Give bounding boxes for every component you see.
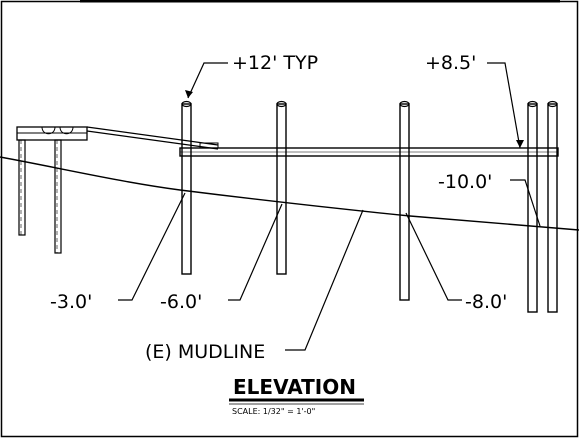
label-deck-elevation: +8.5' [425,52,476,74]
pile-1 [181,100,192,275]
abutment-structure [16,126,88,254]
drawing-title: ELEVATION [233,375,356,399]
pile-2 [276,100,287,275]
guide-piles [181,100,558,313]
label-pile-tip-3: -8.0' [465,291,507,313]
pile-3 [399,100,410,301]
mudline-curve [0,156,579,231]
leader-lines [118,62,541,351]
pile-5 [547,100,558,313]
gangway-ramp [86,126,219,150]
float-deck [179,147,559,157]
label-mudline: (E) MUDLINE [145,341,265,363]
pile-4 [527,100,538,313]
label-pile-tip-2: -6.0' [160,291,202,313]
label-pile-top-typ: +12' TYP [232,52,318,74]
label-pile-tip-1: -3.0' [50,291,92,313]
abutment-pile-1 [18,139,26,236]
drawing-scale: SCALE: 1/32" = 1'-0" [232,407,315,416]
leader-arrowheads [185,90,524,148]
label-pile-tip-right: -10.0' [438,171,492,193]
abutment-pile-2 [54,139,62,254]
